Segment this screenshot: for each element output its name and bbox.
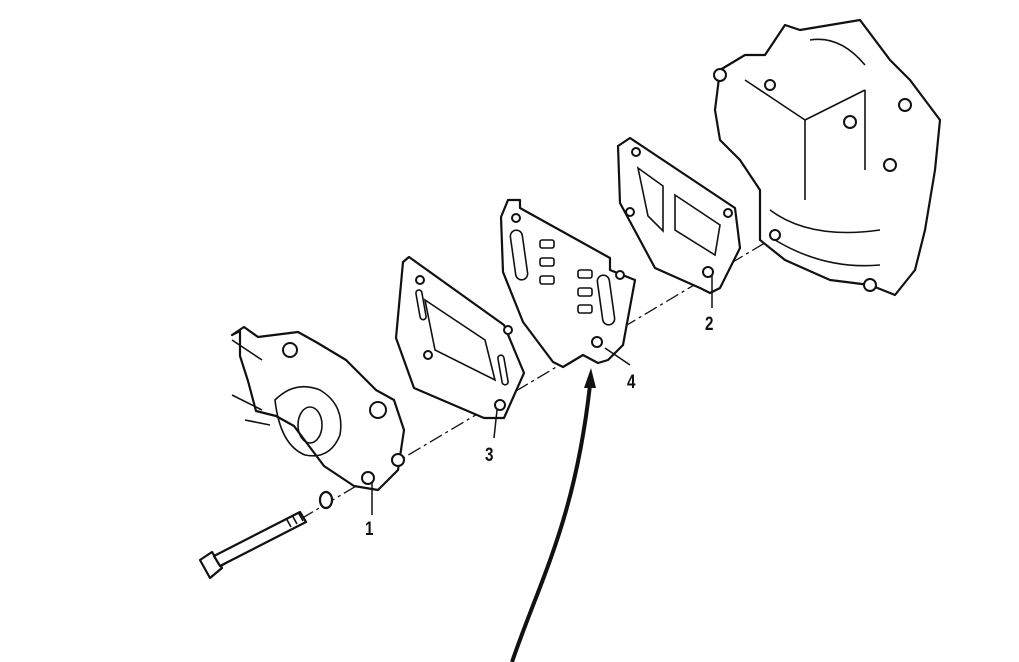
gasket-3 — [394, 255, 526, 420]
leader-3 — [493, 409, 498, 439]
bolt — [198, 510, 308, 580]
callout-1: 1 — [365, 519, 374, 540]
washer — [318, 490, 334, 510]
callout-4: 4 — [627, 372, 636, 393]
flow-arrowhead — [584, 368, 596, 388]
leader-4 — [604, 347, 631, 366]
reed-plate-4 — [499, 198, 637, 369]
callout-2: 2 — [705, 314, 714, 335]
flow-arrow — [510, 384, 592, 662]
gasket-2 — [616, 136, 742, 295]
crankcase — [713, 18, 942, 297]
callout-3: 3 — [485, 445, 494, 466]
intake-housing — [230, 325, 406, 492]
